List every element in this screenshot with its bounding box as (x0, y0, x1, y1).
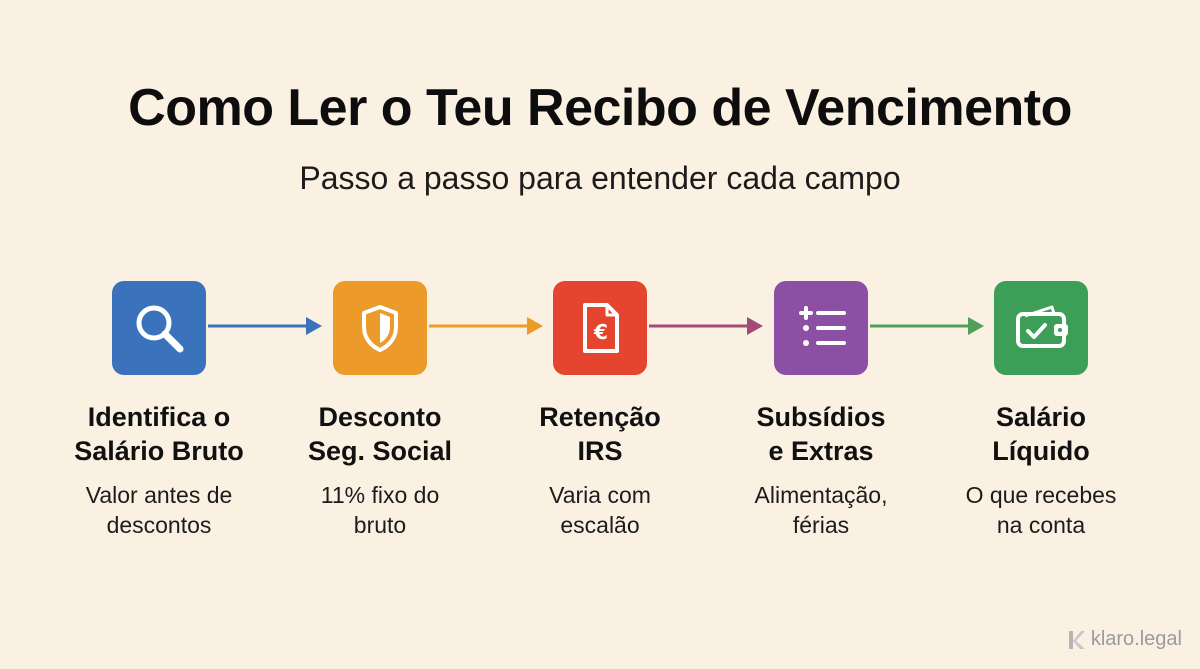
brand-watermark: klaro.legal (1067, 628, 1182, 651)
brand-text: klaro.legal (1090, 628, 1182, 650)
k-logo-icon (1068, 630, 1085, 649)
arrow-1-to-2 (208, 317, 322, 335)
arrow-3-to-4 (649, 317, 763, 335)
page-title: Como Ler o Teu Recibo de Vencimento (128, 79, 1072, 137)
magnifier-icon (136, 305, 184, 353)
euro-document-icon: € (583, 303, 619, 353)
step-5-tile (994, 281, 1088, 375)
step-4-tile (774, 281, 868, 375)
step-2-tile (333, 281, 427, 375)
step-3-tile: € (553, 281, 647, 375)
step-1-tile (112, 281, 206, 375)
plus-list-icon (799, 306, 846, 346)
step-4-description: Alimentação,férias (754, 482, 888, 538)
svg-text:€: € (593, 320, 608, 344)
page-subtitle: Passo a passo para entender cada campo (299, 160, 901, 196)
shield-icon (362, 305, 398, 352)
arrow-2-to-3 (429, 317, 543, 335)
wallet-check-icon (1016, 305, 1068, 348)
arrow-4-to-5 (870, 317, 984, 335)
